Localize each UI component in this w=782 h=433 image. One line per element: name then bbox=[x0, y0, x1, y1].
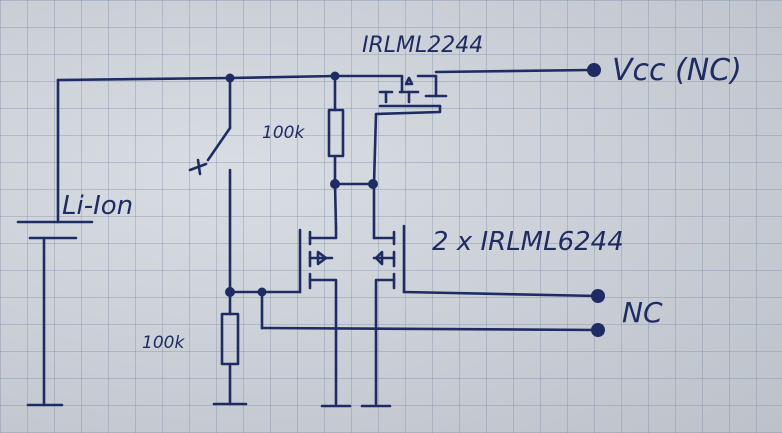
nfet-parts-label: 2 x IRLML6244 bbox=[432, 227, 624, 257]
output-terminals bbox=[587, 63, 605, 337]
battery-label: Li-Ion bbox=[62, 191, 133, 221]
nc-label: NC bbox=[622, 296, 663, 329]
bottom-resistor-label: 100k bbox=[142, 333, 185, 353]
push-switch-symbol bbox=[188, 76, 232, 294]
p-mosfet-symbol bbox=[374, 68, 592, 116]
top-resistor-label: 100k bbox=[262, 123, 305, 143]
battery-symbol bbox=[16, 78, 94, 407]
gate-node-wiring bbox=[228, 290, 600, 332]
top-resistor-symbol bbox=[327, 74, 378, 186]
pfet-part-label: IRLML2244 bbox=[362, 33, 483, 58]
ground-terminals bbox=[212, 402, 392, 408]
vcc-label: Vcc (NC) bbox=[612, 53, 742, 88]
bottom-resistor-symbol bbox=[220, 290, 240, 406]
n-mosfet-right-symbol bbox=[372, 182, 406, 406]
junction-dots bbox=[225, 71, 378, 297]
n-mosfet-left-symbol bbox=[298, 182, 338, 406]
top-rail-wire bbox=[56, 74, 404, 82]
